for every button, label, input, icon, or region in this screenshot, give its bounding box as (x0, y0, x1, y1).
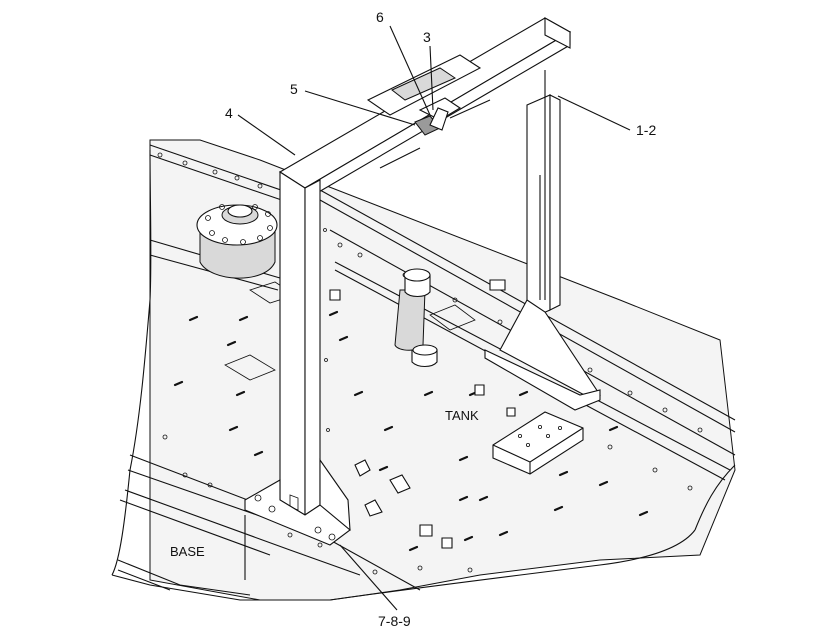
swing-bearing-assembly (196, 204, 278, 279)
callout-1-2: 1-2 (636, 122, 656, 138)
callout-4: 4 (225, 105, 233, 121)
callout-3: 3 (423, 29, 431, 45)
leader-lines (237, 25, 631, 611)
channel-bracket (492, 411, 584, 475)
base-label: BASE (170, 544, 205, 559)
fittings (329, 279, 516, 549)
callout-7-8-9: 7-8-9 (378, 613, 411, 629)
tank-label: TANK (445, 408, 479, 423)
callout-6: 6 (376, 9, 384, 25)
callout-5: 5 (290, 81, 298, 97)
tank-filler-neck (394, 268, 438, 368)
